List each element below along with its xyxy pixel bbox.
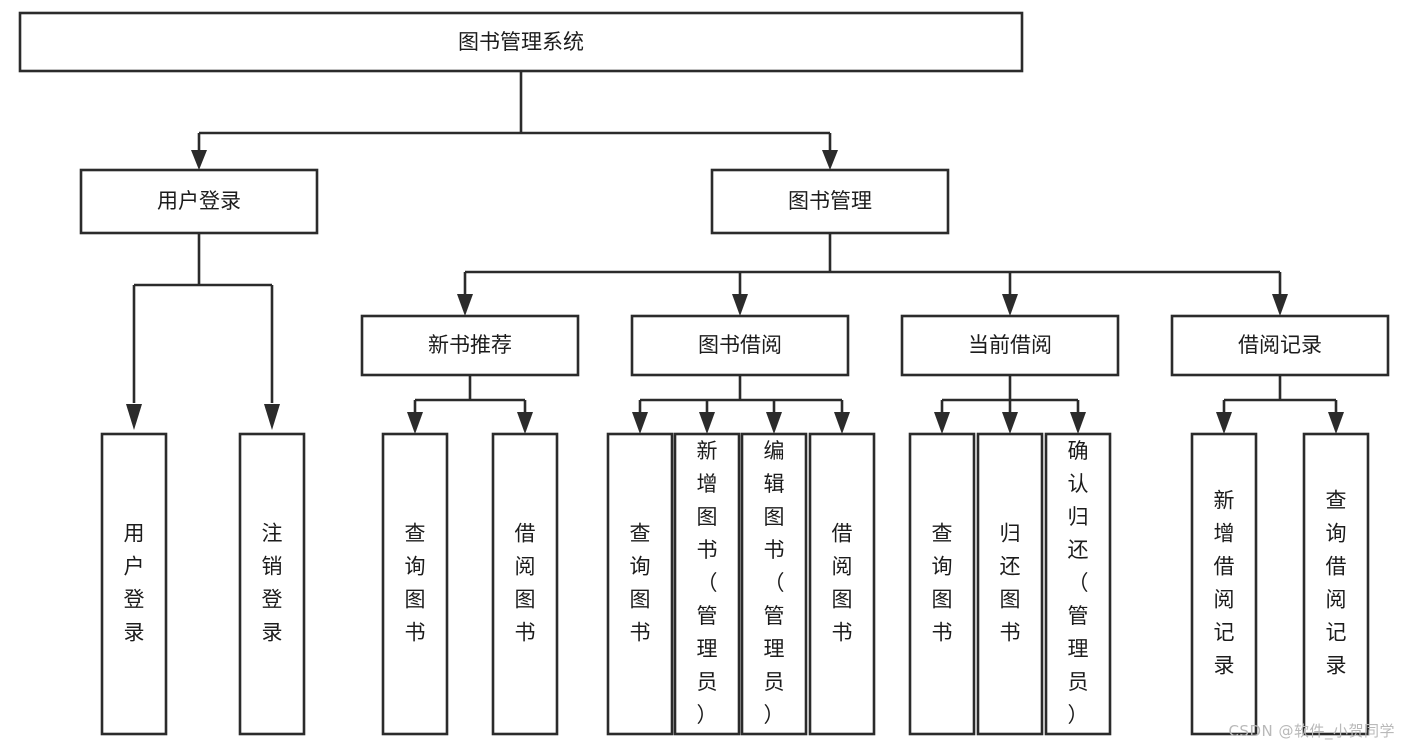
leaf-current-confirm-return-label: 确认归还（管理员）: [1068, 439, 1089, 727]
leaf-record-add-box[interactable]: [1190, 432, 1258, 736]
node-book-management-label: 图书管理: [788, 189, 872, 213]
arrowhead-leaf-logout: [264, 404, 280, 430]
node-user-login[interactable]: 用户登录: [79, 168, 319, 235]
leaf-current-query-book-label: 查询图书: [932, 522, 953, 645]
leaf-current-confirm-return[interactable]: 确认归还（管理员）: [1044, 432, 1112, 736]
arrowhead-user-login: [191, 150, 207, 170]
node-borrow-record-label: 借阅记录: [1238, 333, 1322, 357]
leaf-newbook-query-book-label: 查询图书: [405, 522, 426, 645]
arrowhead-bookborrow-leaf1: [632, 412, 648, 434]
arrowhead-bookborrow-leaf2: [699, 412, 715, 434]
leaf-record-query-label: 查询借阅记录: [1326, 489, 1347, 678]
arrowhead-bookborrow: [732, 294, 748, 316]
leaf-newbook-borrow-book[interactable]: 借阅图书: [491, 432, 559, 736]
leaf-logout-label: 注销登录: [262, 522, 283, 645]
node-book-management-box[interactable]: [710, 168, 950, 235]
arrowhead-newbook: [457, 294, 473, 316]
arrowhead-newbook-leaf2: [517, 412, 533, 434]
node-root-box[interactable]: [18, 11, 1024, 73]
node-user-login-label: 用户登录: [157, 189, 241, 213]
arrowhead-newbook-leaf1: [407, 412, 423, 434]
node-book-borrow[interactable]: 图书借阅: [630, 314, 850, 377]
leaf-borrow-query-book-box[interactable]: [606, 432, 674, 736]
connectors: [126, 71, 1344, 434]
leaf-borrow-edit-book-label: 编辑图书（管理员）: [764, 439, 785, 727]
leaf-logout[interactable]: 注销登录: [238, 432, 306, 736]
node-new-book-recommend-label: 新书推荐: [428, 333, 512, 357]
leaf-newbook-query-book-box[interactable]: [381, 432, 449, 736]
leaf-record-add-label: 新增借阅记录: [1214, 489, 1235, 678]
arrowhead-currentborrow-leaf2: [1002, 412, 1018, 434]
arrowhead-currentborrow-leaf3: [1070, 412, 1086, 434]
arrowhead-bookborrow-leaf4: [834, 412, 850, 434]
leaf-borrow-add-book[interactable]: 新增图书（管理员）: [673, 432, 741, 736]
leaf-borrow-borrow-book-label: 借阅图书: [832, 522, 853, 645]
arrowhead-book-manage: [822, 150, 838, 170]
leaf-record-query[interactable]: 查询借阅记录: [1302, 432, 1370, 736]
arrowhead-currentborrow-leaf1: [934, 412, 950, 434]
node-current-borrow-box[interactable]: [900, 314, 1120, 377]
leaf-borrow-add-book-box[interactable]: [673, 432, 741, 736]
arrowhead-leaf-user-login: [126, 404, 142, 430]
node-borrow-record-box[interactable]: [1170, 314, 1390, 377]
arrowhead-currentborrow: [1002, 294, 1018, 316]
node-new-book-recommend-box[interactable]: [360, 314, 580, 377]
csdn-watermark: CSDN @软件_小贺同学: [1228, 722, 1395, 740]
node-user-login-box[interactable]: [79, 168, 319, 235]
leaf-current-query-book-box[interactable]: [908, 432, 976, 736]
leaf-logout-box[interactable]: [238, 432, 306, 736]
node-new-book-recommend[interactable]: 新书推荐: [360, 314, 580, 377]
leaf-user-login-box[interactable]: [100, 432, 168, 736]
node-borrow-record[interactable]: 借阅记录: [1170, 314, 1390, 377]
leaf-current-return-book-label: 归还图书: [1000, 522, 1021, 645]
arrowhead-borrowrecord-leaf1: [1216, 412, 1232, 434]
leaf-current-confirm-return-box[interactable]: [1044, 432, 1112, 736]
leaf-current-return-book-box[interactable]: [976, 432, 1044, 736]
node-current-borrow[interactable]: 当前借阅: [900, 314, 1120, 377]
arrowhead-borrowrecord-leaf2: [1328, 412, 1344, 434]
node-book-borrow-label: 图书借阅: [698, 333, 782, 357]
leaf-borrow-edit-book[interactable]: 编辑图书（管理员）: [740, 432, 808, 736]
leaf-user-login-label: 用户登录: [124, 522, 145, 645]
leaf-user-login[interactable]: 用户登录: [100, 432, 168, 736]
node-root-book-management-system[interactable]: 图书管理系统: [18, 11, 1024, 73]
leaf-newbook-query-book[interactable]: 查询图书: [381, 432, 449, 736]
arrowhead-borrowrecord: [1272, 294, 1288, 316]
leaf-borrow-query-book[interactable]: 查询图书: [606, 432, 674, 736]
leaf-newbook-borrow-book-box[interactable]: [491, 432, 559, 736]
node-current-borrow-label: 当前借阅: [968, 333, 1052, 357]
leaf-current-return-book[interactable]: 归还图书: [976, 432, 1044, 736]
leaf-borrow-query-book-label: 查询图书: [630, 522, 651, 645]
leaf-borrow-borrow-book[interactable]: 借阅图书: [808, 432, 876, 736]
node-book-borrow-box[interactable]: [630, 314, 850, 377]
leaf-current-query-book[interactable]: 查询图书: [908, 432, 976, 736]
node-root-label: 图书管理系统: [458, 30, 584, 54]
arrowhead-bookborrow-leaf3: [766, 412, 782, 434]
leaf-newbook-borrow-book-label: 借阅图书: [515, 522, 536, 645]
node-book-management[interactable]: 图书管理: [710, 168, 950, 235]
leaf-borrow-borrow-book-box[interactable]: [808, 432, 876, 736]
leaf-borrow-edit-book-box[interactable]: [740, 432, 808, 736]
leaf-record-add[interactable]: 新增借阅记录: [1190, 432, 1258, 736]
leaf-borrow-add-book-label: 新增图书（管理员）: [697, 439, 718, 727]
leaf-record-query-box[interactable]: [1302, 432, 1370, 736]
